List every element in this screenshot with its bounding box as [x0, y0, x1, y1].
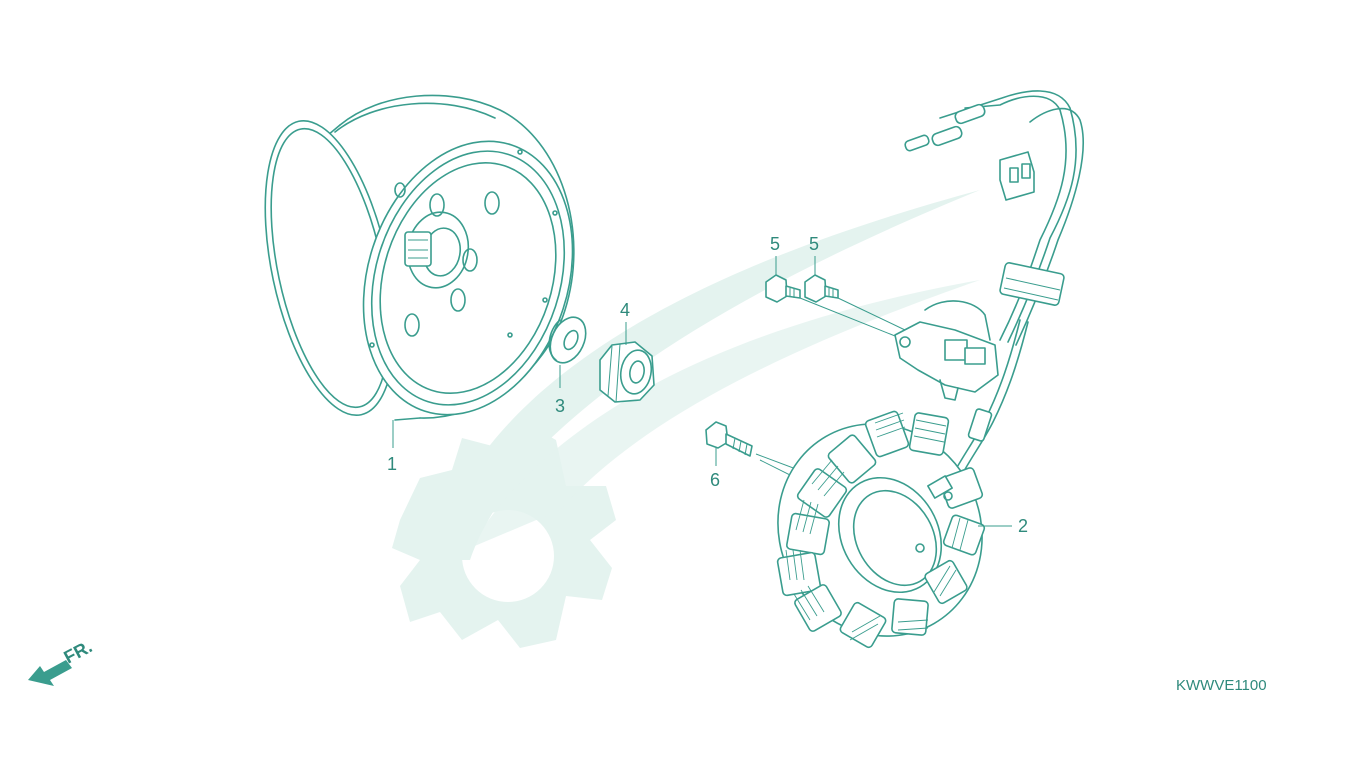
- leader-lines: [392, 256, 1012, 527]
- stator: [776, 410, 986, 649]
- callout-label-5a: 5: [770, 234, 780, 254]
- callout-label-5b: 5: [809, 234, 819, 254]
- washer: [548, 316, 587, 364]
- stator-bolt: [705, 421, 821, 491]
- flange-nut: [599, 341, 655, 403]
- small-bolt-a: [765, 274, 801, 303]
- flywheel: [264, 94, 575, 421]
- wire-harness: [904, 90, 1084, 483]
- callout-label-3: 3: [555, 396, 565, 416]
- drawing-code: KWWVE1100: [1176, 677, 1267, 694]
- callout-label-6: 6: [710, 470, 720, 490]
- small-bolt-b: [804, 274, 839, 303]
- front-direction-arrow-icon: FR.: [28, 636, 95, 686]
- callout-label-4: 4: [620, 300, 630, 320]
- pulse-generator: [894, 300, 999, 401]
- watermark-gear-logo: [392, 190, 980, 648]
- callout-label-2: 2: [1018, 516, 1028, 536]
- callout-label-1: 1: [387, 454, 397, 474]
